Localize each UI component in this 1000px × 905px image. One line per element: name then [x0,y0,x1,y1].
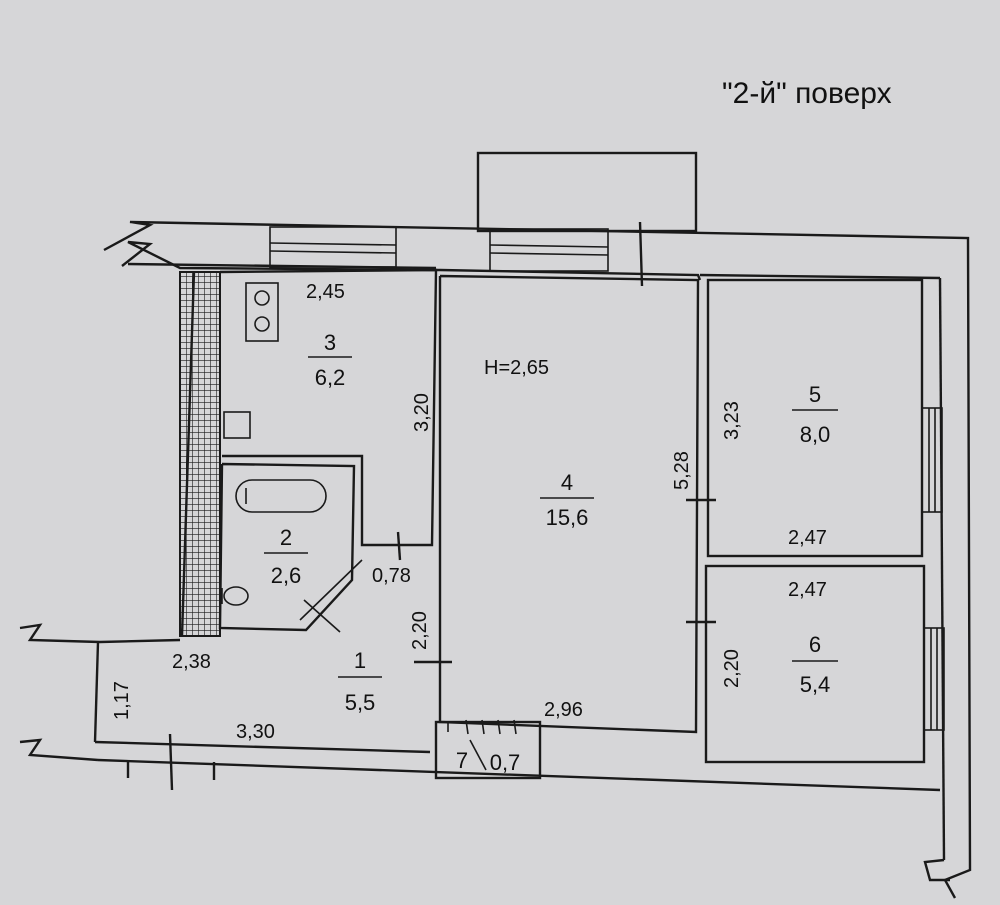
dimension-labels: 2,45 3,20 0,78 2,38 1,17 3,30 2,20 2,96 … [111,281,827,743]
dim-bath-width: 2,38 [172,651,211,673]
room-3-number: 3 [324,330,336,355]
dim-corridor-width: 3,30 [236,721,275,743]
bathtub-icon [235,479,327,513]
toilet-icon [223,586,249,606]
windows [269,226,945,731]
floor-title: "2-й" поверх [722,77,892,110]
balcony [476,151,698,233]
dim-bath-closet: 0,78 [372,565,411,587]
sink-icon [223,411,251,439]
room-2-area: 2,6 [271,563,302,588]
dim-kitchen-width: 2,45 [306,281,345,303]
room-5-area: 8,0 [800,422,831,447]
room-4-area: 15,6 [546,505,589,530]
dim-living-length: 5,28 [671,451,693,490]
room-5-number: 5 [809,382,821,407]
dim-living-width: 2,96 [544,699,583,721]
room-5 [706,278,924,558]
room-6-number: 6 [809,632,821,657]
room-6-area: 5,4 [800,672,831,697]
outer-walls [19,220,972,899]
dim-room5-length: 3,23 [721,401,743,440]
room-1-area: 5,5 [345,690,376,715]
dim-kitchen-length: 3,20 [411,393,433,432]
closet-7 [434,719,542,780]
stove-icon [245,282,279,342]
ceiling-height: H=2,65 [484,357,549,379]
room-3-area: 6,2 [315,365,346,390]
room-4-living [396,274,716,734]
room-2-number: 2 [280,525,292,550]
room-labels: 3 6,2 2 2,6 4 15,6 5 8,0 6 5,4 1 5,5 7 0… [264,330,838,775]
dim-room6-length: 2,20 [721,649,743,688]
room-3-kitchen [219,268,438,547]
room-6 [704,564,926,764]
dim-room5-width: 2,47 [788,527,827,549]
ventilation-shaft [179,271,221,637]
room-1-number: 1 [354,648,366,673]
door-marks [126,221,644,791]
dim-room6-width: 2,47 [788,579,827,601]
room-7-number: 7 [456,748,468,773]
room-2-bathroom [218,462,363,633]
dim-corridor-height: 1,17 [111,681,133,720]
room-7-area: 0,7 [490,750,521,775]
dim-corridor-side: 2,20 [409,611,431,650]
room-4-number: 4 [561,470,573,495]
